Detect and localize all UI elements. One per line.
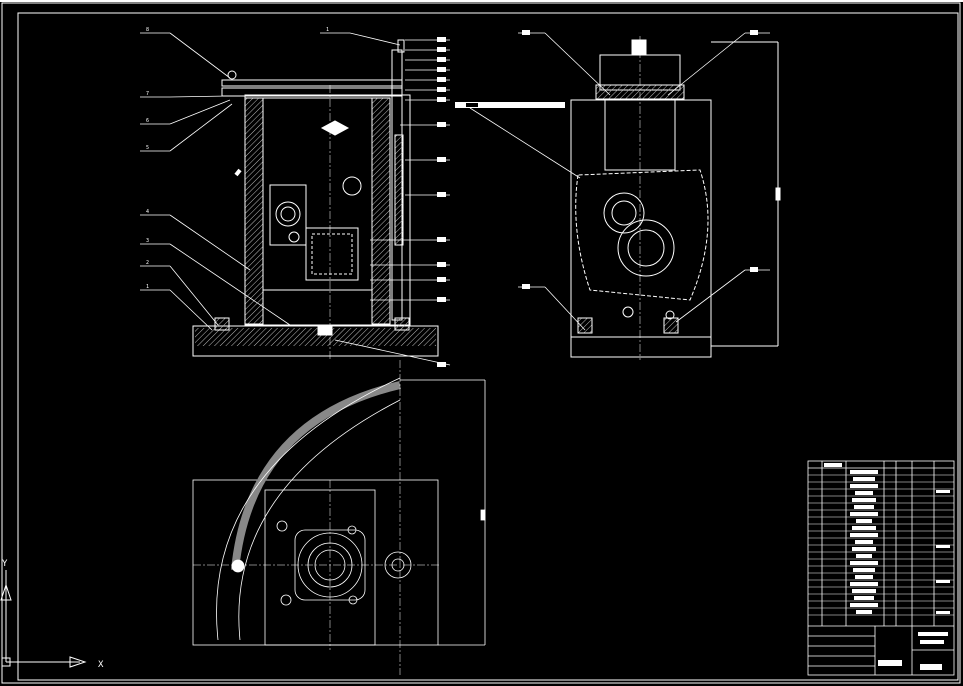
- bom-text-blocks: [824, 463, 950, 670]
- top-view: [192, 360, 486, 675]
- ucs-y-label: Y: [2, 559, 8, 569]
- callout-top-1: 1: [326, 27, 329, 33]
- side-view-tags: [455, 30, 758, 289]
- front-view-callout-labels: 8 7 6 5 4 3 2 1 1: [146, 27, 329, 290]
- ucs-x-label: X: [98, 660, 104, 670]
- callout-8: 8: [146, 27, 149, 33]
- callout-1: 1: [146, 284, 149, 290]
- callout-7: 7: [146, 91, 149, 97]
- callout-5: 5: [146, 145, 149, 151]
- callout-3: 3: [146, 238, 149, 244]
- front-view-callouts: [140, 32, 401, 331]
- callout-2: 2: [146, 260, 149, 266]
- bom-rows: [808, 474, 954, 616]
- callout-6: 6: [146, 118, 149, 124]
- ucs-axis-icon: [0, 570, 87, 668]
- front-view-right-tags: [437, 37, 446, 367]
- side-view-leaders: [469, 32, 770, 331]
- front-view: [192, 39, 439, 360]
- side-view: [570, 36, 781, 360]
- callout-4: 4: [146, 209, 149, 215]
- title-block: [807, 460, 955, 676]
